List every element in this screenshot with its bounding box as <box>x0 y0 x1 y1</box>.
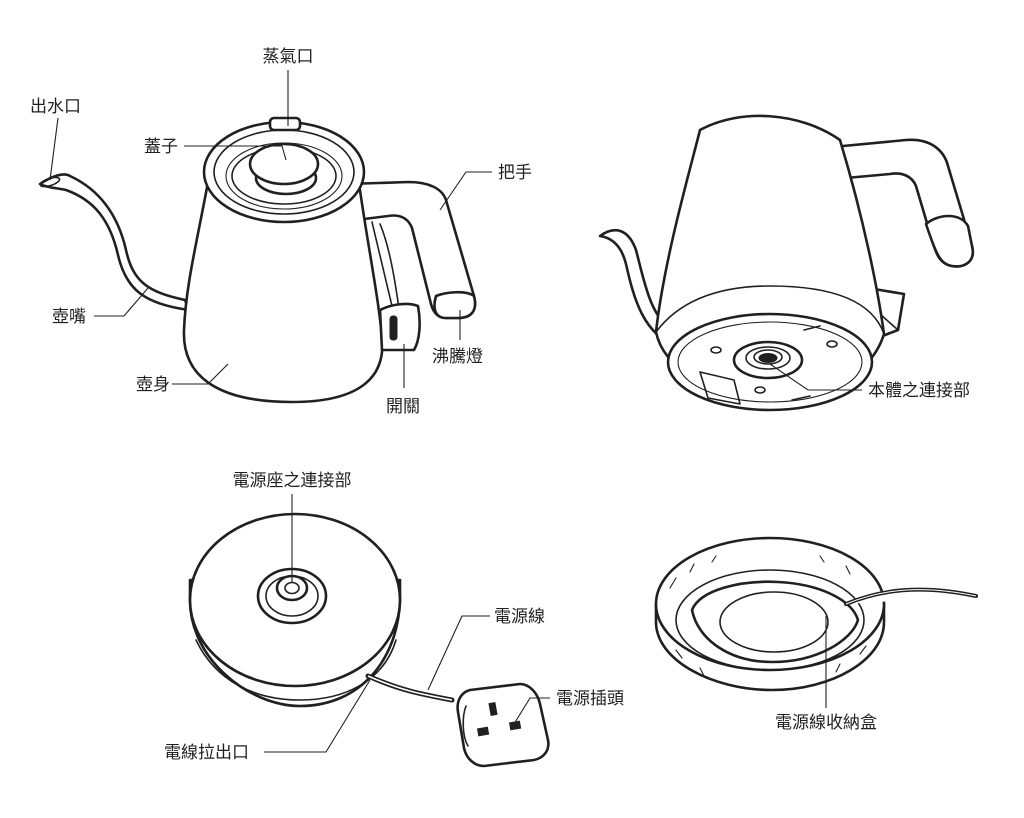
label-body: 壺身 <box>136 375 170 395</box>
label-cord-storage: 電源線收納盒 <box>775 713 877 733</box>
leader-lines <box>49 70 862 753</box>
label-base-connector: 電源座之連接部 <box>233 471 352 491</box>
leader-spout <box>94 287 149 317</box>
label-steam-vent: 蒸氣口 <box>263 47 314 67</box>
label-spout-outlet: 出水口 <box>30 97 81 117</box>
spout-opening <box>39 176 61 188</box>
leader-body-connector <box>769 363 862 391</box>
part-labels: 蒸氣口 出水口 蓋子 把手 壺嘴 沸騰燈 壺身 開關 本體之連接部 電源座之連接… <box>30 47 970 763</box>
leader-lid <box>184 145 287 161</box>
plug-pin-3 <box>508 720 522 731</box>
switch-housing <box>378 302 421 352</box>
power-base-view <box>188 512 550 768</box>
leader-power-plug <box>513 697 550 725</box>
leader-handle <box>439 171 492 211</box>
boil-light-cap <box>433 290 477 320</box>
label-power-plug: 電源插頭 <box>556 689 624 709</box>
label-body-connector: 本體之連接部 <box>868 381 970 401</box>
steam-vent <box>268 116 302 132</box>
label-power-cord: 電源線 <box>494 607 545 627</box>
leader-body <box>172 363 229 385</box>
label-handle: 把手 <box>498 163 532 183</box>
kettle-bottom-view <box>598 114 975 412</box>
plug-pin-2 <box>476 726 490 737</box>
cord-storage-view <box>654 536 978 692</box>
label-boil-light: 沸騰燈 <box>432 347 483 367</box>
lid-knob <box>248 142 320 186</box>
leader-spout-outlet <box>49 117 59 181</box>
power-plug <box>456 682 550 768</box>
kettle-body <box>182 158 384 404</box>
label-cord-outlet: 電線拉出口 <box>164 743 249 763</box>
power-cord-line <box>365 673 455 703</box>
label-switch: 開關 <box>386 397 420 417</box>
leader-power-cord <box>427 615 490 691</box>
leader-cord-outlet <box>264 679 371 753</box>
kettle-spout <box>38 173 191 312</box>
plug-pin-1 <box>488 701 498 717</box>
switch-lever <box>389 315 398 341</box>
label-lid: 蓋子 <box>144 137 178 157</box>
kettle-front-view <box>38 116 477 404</box>
label-spout: 壺嘴 <box>52 307 86 327</box>
